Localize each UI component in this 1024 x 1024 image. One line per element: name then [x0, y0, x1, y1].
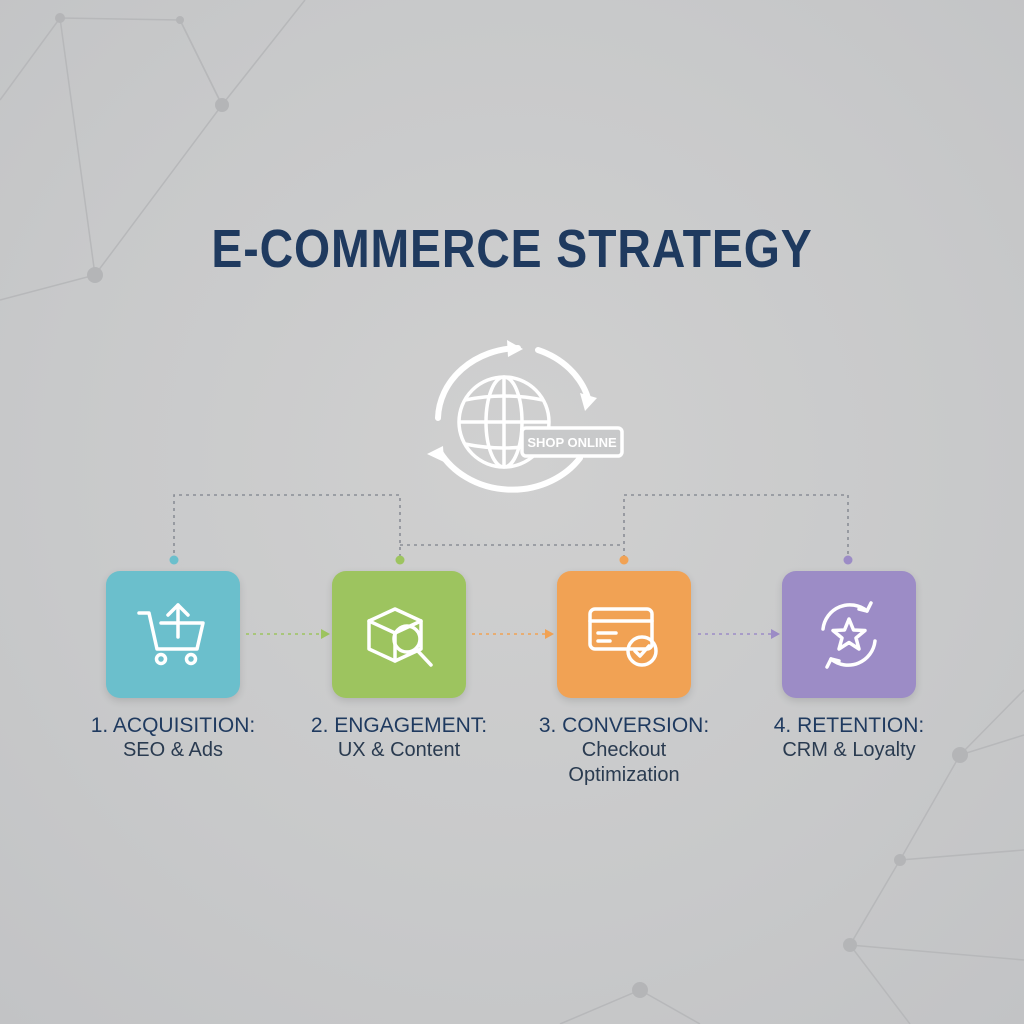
arrowhead-2-3 [545, 629, 554, 639]
star-cycle-icon [821, 601, 877, 669]
connector-dot-acquisition [169, 555, 179, 565]
globe-icon [457, 375, 551, 469]
stage-engagement-title: 2. ENGAGEMENT: [310, 714, 488, 737]
shopping-cart-upload-icon [137, 603, 205, 666]
stage-conversion-label: 3. CONVERSION: Checkout Optimization [514, 713, 734, 788]
connector-dot-conversion [619, 555, 629, 565]
shop-online-badge [520, 426, 624, 458]
stage-retention-title: 4. RETENTION: [773, 714, 925, 737]
credit-card-check-icon [588, 607, 658, 667]
stage-acquisition-label: 1. ACQUISITION: SEO & Ads [63, 713, 283, 763]
stage-conversion-subtitle: Checkout Optimization [568, 739, 680, 786]
stage-engagement-label: 2. ENGAGEMENT: UX & Content [289, 713, 509, 763]
arrowhead-1-2 [321, 629, 330, 639]
cycle-arc-top [435, 345, 521, 421]
stage-retention-subtitle: CRM & Loyalty [782, 739, 916, 761]
stage-engagement-subtitle: UX & Content [337, 739, 461, 761]
stage-acquisition-title: 1. ACQUISITION: [90, 714, 256, 737]
cycle-arc-right [535, 347, 591, 401]
page-title: E-COMMERCE STRATEGY [211, 219, 813, 279]
connector-dot-retention [843, 555, 853, 565]
stage-acquisition-box [106, 571, 240, 698]
connector-hub-to-retention [623, 494, 849, 560]
stage-retention-label: 4. RETENTION: CRM & Loyalty [739, 713, 959, 763]
globe-cycle-icon: SHOP ONLINE [427, 340, 624, 493]
stage-engagement-box [332, 571, 466, 698]
stage-conversion-title: 3. CONVERSION: [538, 714, 710, 737]
shop-online-badge-text: SHOP ONLINE [527, 435, 617, 450]
stage-retention-box [782, 571, 916, 698]
arrowhead-3-4 [771, 629, 780, 639]
connector-hub-to-acquisition [173, 494, 401, 560]
stage-conversion-box [557, 571, 691, 698]
stage-acquisition-subtitle: SEO & Ads [122, 739, 224, 761]
cycle-arc-bottom [437, 449, 583, 493]
box-search-icon [367, 607, 433, 667]
connector-dot-engagement [395, 555, 405, 565]
